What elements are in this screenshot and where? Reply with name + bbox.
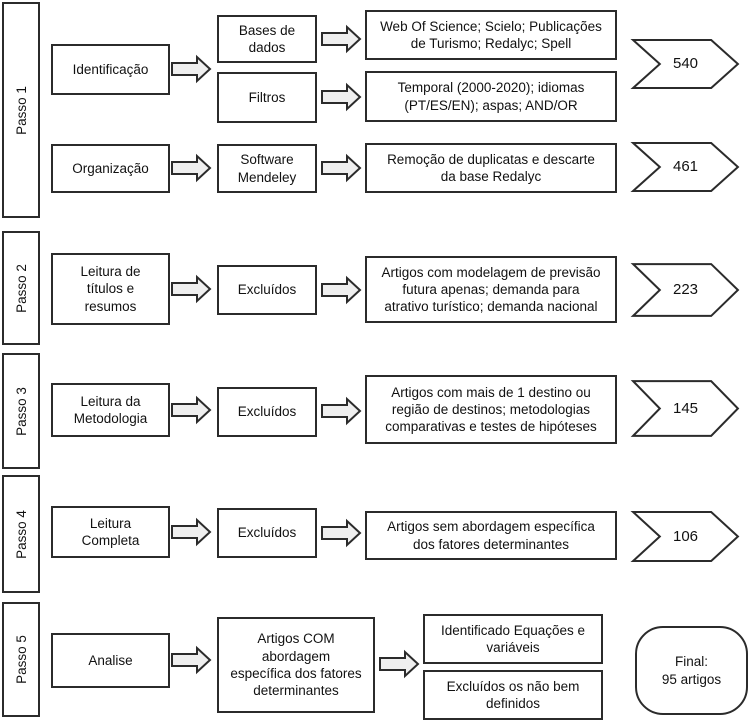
box-excluidos-nao-bem-definidos: Excluídos os não bem definidos xyxy=(423,670,603,720)
box-leitura-metodologia: Leitura da Metodologia xyxy=(51,383,170,437)
box-sem-abordagem: Artigos sem abordagem específica dos fat… xyxy=(365,511,617,560)
flow-arrow-icon xyxy=(171,54,212,84)
flow-arrow-icon xyxy=(321,518,362,548)
count-value: 461 xyxy=(672,158,699,176)
box-final-result: Final: 95 artigos xyxy=(635,626,748,715)
box-mendeley: Software Mendeley xyxy=(217,144,317,193)
count-value: 145 xyxy=(672,399,699,417)
count-chevron: 223 xyxy=(632,263,739,317)
step-box-passo-1: Passo 1 xyxy=(2,2,40,218)
box-filtros: Filtros xyxy=(217,72,317,123)
count-chevron: 461 xyxy=(632,142,739,192)
box-leitura-titulos: Leitura de títulos e resumos xyxy=(51,253,170,325)
chevron-arrow-icon xyxy=(632,263,739,317)
flow-arrow-icon xyxy=(171,517,212,547)
step-box-passo-2: Passo 2 xyxy=(2,231,40,345)
flow-arrow-icon xyxy=(171,645,212,675)
step-label: Passo 4 xyxy=(13,509,29,559)
step-label: Passo 3 xyxy=(13,386,29,436)
box-artigos-com-abordagem: Artigos COM abordagem específica dos fat… xyxy=(217,617,375,713)
flow-arrow-icon xyxy=(379,649,420,679)
count-chevron: 106 xyxy=(632,511,739,562)
box-identificacao: Identificação xyxy=(51,44,170,95)
box-temporal-filtros: Temporal (2000-2020); idiomas (PT/ES/EN)… xyxy=(365,71,617,122)
step-label: Passo 2 xyxy=(13,263,29,313)
count-value: 223 xyxy=(672,281,699,299)
count-value: 106 xyxy=(672,527,699,545)
box-bases-dados: Bases de dados xyxy=(217,15,317,63)
box-leitura-completa: Leitura Completa xyxy=(51,506,170,558)
box-analise: Analise xyxy=(51,633,170,688)
flow-arrow-icon xyxy=(171,153,212,183)
box-excluidos-passo-3: Excluídos xyxy=(217,387,317,437)
flow-arrow-icon xyxy=(321,153,362,183)
count-chevron: 540 xyxy=(632,39,739,89)
chevron-arrow-icon xyxy=(632,511,739,562)
count-chevron: 145 xyxy=(632,380,739,437)
box-excluidos-passo-4: Excluídos xyxy=(217,508,317,558)
chevron-arrow-icon xyxy=(632,39,739,89)
box-modelagem-previsao: Artigos com modelagem de previsão futura… xyxy=(365,256,617,323)
flow-arrow-icon xyxy=(321,396,362,426)
flow-arrow-icon xyxy=(171,395,212,425)
step-box-passo-5: Passo 5 xyxy=(2,602,40,717)
step-box-passo-3: Passo 3 xyxy=(2,353,40,469)
box-web-of-science: Web Of Science; Scielo; Publicações de T… xyxy=(365,10,617,60)
chevron-arrow-icon xyxy=(632,380,739,437)
step-label: Passo 1 xyxy=(13,85,29,135)
chevron-arrow-icon xyxy=(632,142,739,192)
flow-arrow-icon xyxy=(171,274,212,304)
box-mais-destinos: Artigos com mais de 1 destino ou região … xyxy=(365,375,617,444)
box-excluidos-passo-2: Excluídos xyxy=(217,265,317,315)
flow-arrow-icon xyxy=(321,24,362,54)
box-identificado-equacoes: Identificado Equações e variáveis xyxy=(423,614,603,664)
box-organizacao: Organização xyxy=(51,144,170,193)
flow-arrow-icon xyxy=(321,82,362,112)
step-box-passo-4: Passo 4 xyxy=(2,475,40,593)
step-label: Passo 5 xyxy=(13,635,29,684)
count-value: 540 xyxy=(672,55,699,73)
box-remocao-duplicatas: Remoção de duplicatas e descarte da base… xyxy=(365,143,617,193)
flow-arrow-icon xyxy=(321,275,362,305)
